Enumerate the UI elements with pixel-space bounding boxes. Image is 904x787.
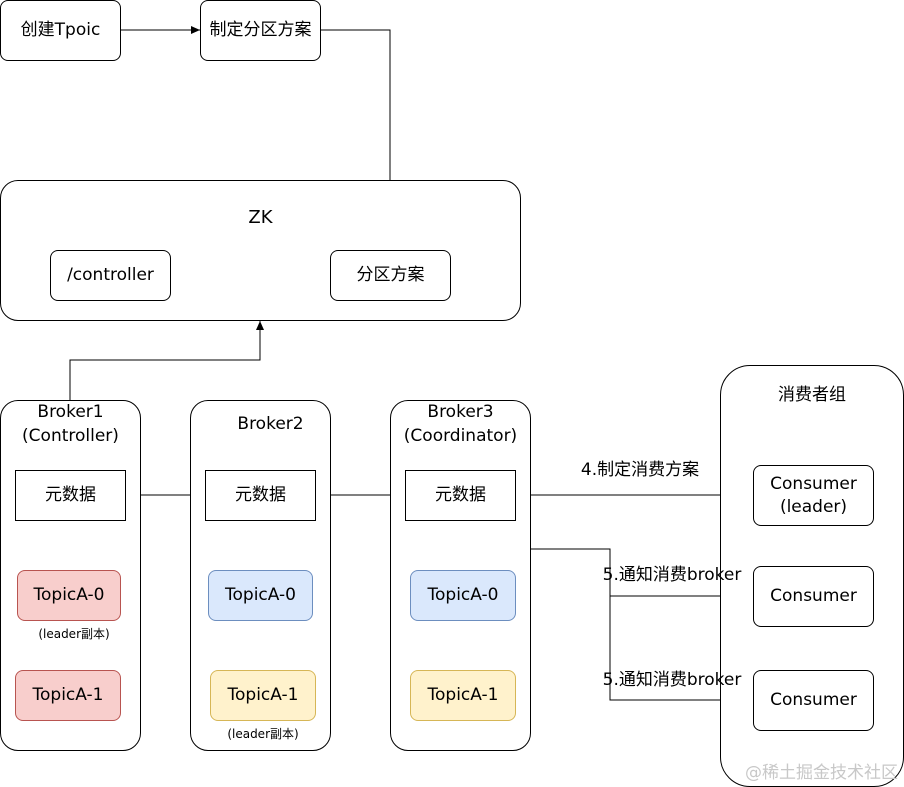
edge-label-notify-2: 5.通知消费broker (602, 670, 742, 690)
broker2-topica0: TopicA-0 (208, 570, 313, 621)
zk-partition-plan-node: 分区方案 (330, 250, 451, 301)
consumer-2-box: Consumer (753, 566, 874, 627)
broker2-topica0-label: TopicA-0 (225, 585, 296, 606)
broker1-metadata: 元数据 (15, 470, 126, 521)
broker2-metadata: 元数据 (205, 470, 316, 521)
zk-controller-label: /controller (67, 265, 154, 286)
broker3-topica1-label: TopicA-1 (427, 685, 499, 706)
broker2-topica1: TopicA-1 (210, 670, 316, 721)
broker1-title: Broker1 (Controller) (22, 402, 119, 446)
edge-broker1-to-zk (69, 321, 264, 400)
broker3-topica0-label: TopicA-0 (427, 585, 499, 606)
broker3-topica1: TopicA-1 (410, 670, 516, 721)
broker1-topica1-label: TopicA-1 (32, 685, 104, 706)
broker1-topica0-note: (leader副本) (38, 627, 110, 641)
make-plan-label: 制定分区方案 (209, 20, 312, 41)
zk-title: ZK (248, 207, 273, 228)
broker1-metadata-label: 元数据 (45, 485, 96, 506)
broker3-title: Broker3 (Coordinator) (403, 402, 518, 446)
consumer-2-label: Consumer (770, 586, 857, 607)
consumer-3-label: Consumer (770, 690, 857, 711)
consumer-leader-label: Consumer (leader) (770, 474, 857, 517)
watermark: @稀土掘金技术社区 (745, 763, 898, 783)
edge-label-notify-1: 5.通知消费broker (602, 565, 742, 585)
broker2-metadata-label: 元数据 (235, 485, 286, 506)
broker2-title: Broker2 (237, 414, 304, 434)
broker1-topica0: TopicA-0 (17, 570, 121, 621)
broker3-metadata-label: 元数据 (435, 485, 486, 506)
zk-partition-plan-label: 分区方案 (356, 265, 425, 286)
edge-label-make-consume-plan: 4.制定消费方案 (580, 460, 700, 480)
create-topic-box: 创建Tpoic (0, 0, 121, 61)
consumer-3-box: Consumer (753, 670, 874, 731)
zk-controller-node: /controller (50, 250, 171, 301)
make-plan-box: 制定分区方案 (200, 0, 321, 61)
consumer-group-title: 消费者组 (778, 385, 846, 405)
broker1-topica1: TopicA-1 (15, 670, 121, 721)
broker2-topica1-label: TopicA-1 (227, 685, 299, 706)
broker1-topica0-label: TopicA-0 (33, 585, 105, 606)
broker3-metadata: 元数据 (405, 470, 516, 521)
broker2-topica1-note: (leader副本) (227, 727, 299, 741)
create-topic-label: 创建Tpoic (20, 20, 101, 41)
consumer-leader-box: Consumer (leader) (753, 465, 874, 526)
broker3-topica0: TopicA-0 (410, 570, 516, 621)
